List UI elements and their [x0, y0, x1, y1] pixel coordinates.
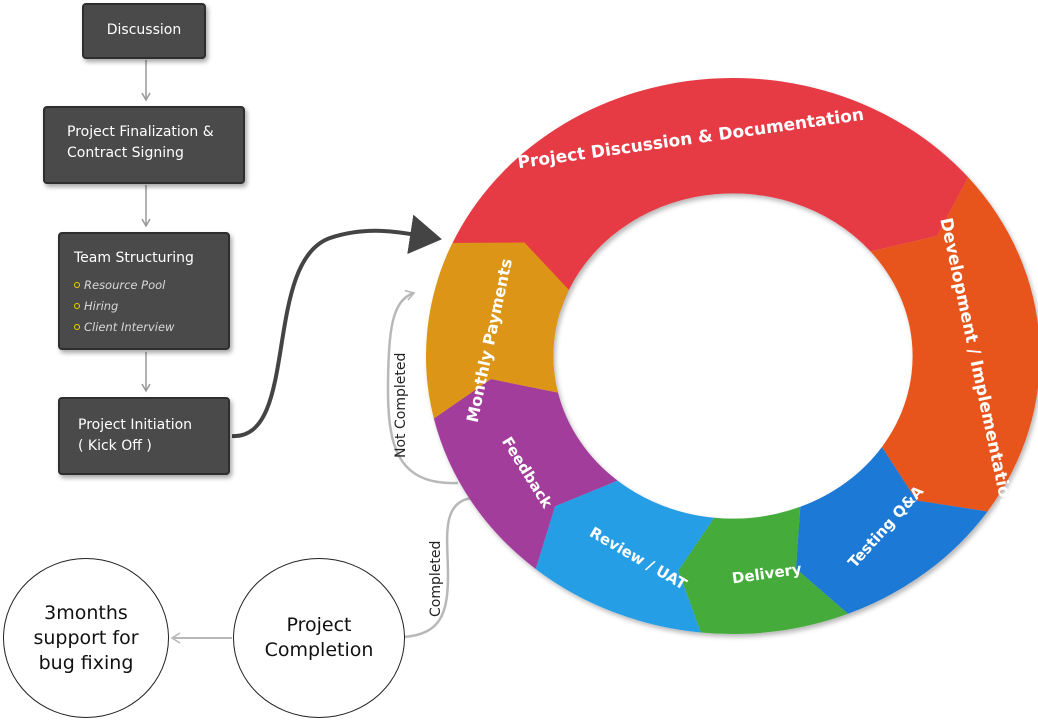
support-label-2: support for [33, 626, 139, 649]
cycle-segment [795, 446, 988, 614]
cycle-segment [870, 177, 1038, 512]
team-structuring-label: Team Structuring [74, 250, 194, 266]
discussion-label: Discussion [106, 22, 182, 38]
finalization-label-1: Project Finalization & [67, 124, 214, 140]
not-completed-label: Not Completed [393, 353, 409, 458]
bullet-icon [74, 303, 80, 309]
cycle-ring [426, 78, 1038, 634]
project-completion-circle: Project Completion [233, 558, 405, 718]
support-circle: 3months support for bug fixing [3, 558, 169, 718]
cycle-segment [535, 480, 715, 633]
cycle-segment [433, 379, 618, 569]
completed-label: Completed [428, 541, 444, 617]
completion-label-2: Completion [264, 639, 374, 661]
discussion-box: Discussion [82, 3, 206, 59]
team-structuring-list: Resource Pool Hiring Client Interview [74, 275, 228, 338]
kickoff-arrow [231, 214, 442, 439]
team-item: Hiring [74, 296, 228, 317]
team-item: Resource Pool [74, 275, 228, 296]
bullet-icon [74, 282, 80, 288]
finalization-box: Project Finalization & Contract Signing [43, 106, 245, 184]
initiation-label-2: ( Kick Off ) [78, 438, 152, 454]
cycle-segment [426, 242, 569, 419]
support-label-1: 3months [44, 601, 128, 624]
cycle-segment [678, 506, 849, 634]
initiation-label-1: Project Initiation [78, 417, 193, 433]
cycle-segment [437, 78, 969, 312]
initiation-box: Project Initiation ( Kick Off ) [58, 397, 230, 475]
not-completed-arrow [386, 289, 459, 485]
team-structuring-box: Team Structuring Resource Pool Hiring Cl… [58, 232, 230, 350]
support-label-3: bug fixing [38, 651, 134, 674]
finalization-label-2: Contract Signing [67, 145, 184, 161]
bullet-icon [74, 324, 80, 330]
completion-label-1: Project [286, 614, 352, 636]
completed-arrow [403, 496, 473, 639]
team-item: Client Interview [74, 317, 228, 338]
